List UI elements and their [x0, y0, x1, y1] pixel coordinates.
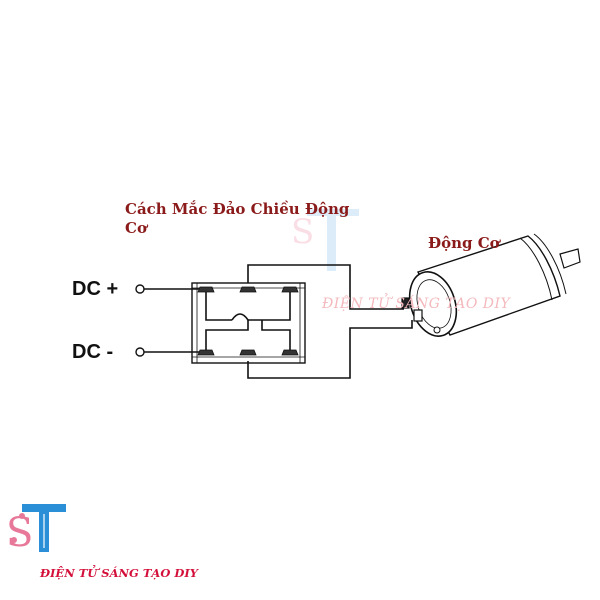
- cross-wire-4: [261, 320, 291, 352]
- cross-wire-3: [205, 320, 249, 352]
- diagram-title: Cách Mắc Đảo Chiều Động Cơ: [125, 200, 350, 237]
- dc-negative-terminal: [135, 347, 145, 357]
- wires: [143, 264, 413, 379]
- motor-label: Động Cơ: [428, 234, 500, 252]
- switch-lugs: [197, 286, 299, 356]
- dc-positive-terminal: [135, 284, 145, 294]
- motor: [401, 233, 581, 337]
- watermark-text: ĐIỆN TỬ SÁNG TẠO DIY: [322, 296, 511, 312]
- svg-text:S: S: [291, 212, 314, 252]
- motor-wire-bottom: [247, 320, 413, 379]
- cross-jumper: [231, 313, 249, 321]
- dc-negative-label: DC -: [72, 341, 114, 363]
- brand-name: ĐIỆN TỬ SÁNG TẠO DIY: [40, 566, 198, 580]
- motor-wire-top: [247, 264, 404, 310]
- cross-wire-1: [205, 289, 232, 321]
- dc-positive-label: DC +: [72, 278, 119, 300]
- cross-wire-2: [248, 289, 291, 321]
- watermark-logo: S: [291, 209, 359, 271]
- brand-logo: S: [6, 504, 66, 556]
